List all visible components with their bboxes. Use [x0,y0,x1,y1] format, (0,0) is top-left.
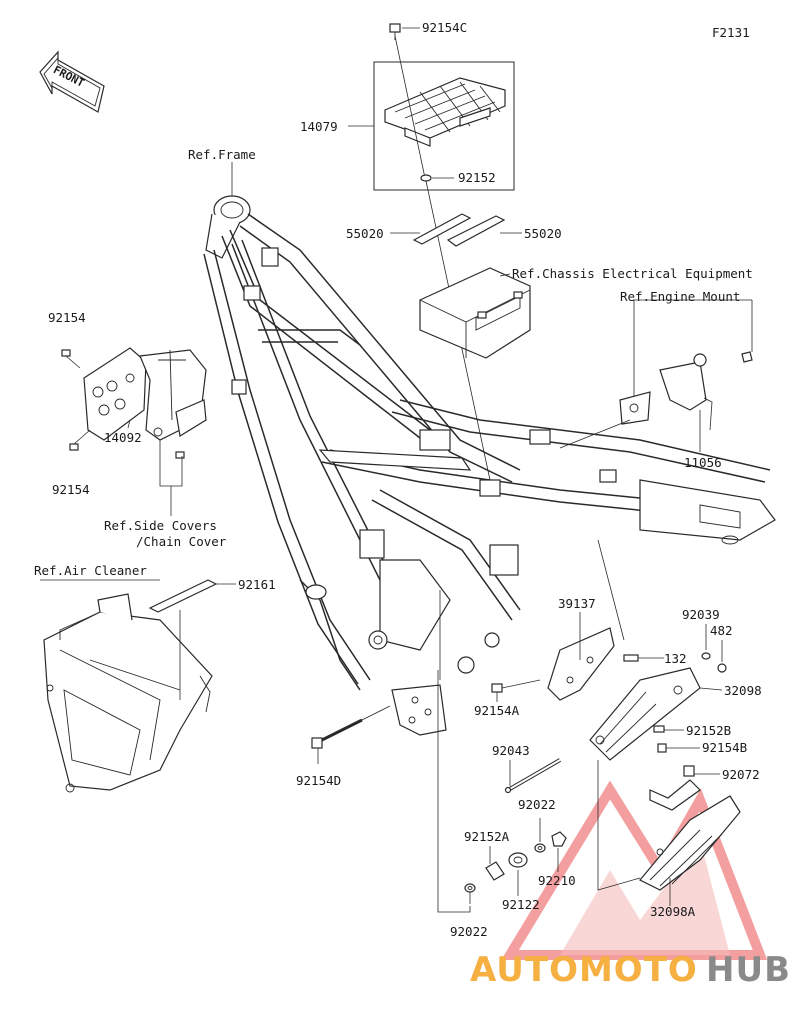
pad-55020-right [446,215,506,247]
nut-482 [717,663,727,673]
nut-92210 [551,831,567,847]
label-92154c[interactable]: 92154C [422,20,468,35]
ref-side-covers-label[interactable]: Ref.Side Covers [104,518,217,533]
bolt-132 [623,654,639,662]
bolt-side-cover [175,451,185,459]
washer-92039 [701,652,711,660]
washer-92022-a [534,843,546,853]
bolt-92154b [657,743,700,753]
label-92152a[interactable]: 92152A [464,829,510,844]
label-55020-right[interactable]: 55020 [524,226,562,241]
label-92072[interactable]: 92072 [722,767,760,782]
label-92154b[interactable]: 92154B [702,740,748,755]
collar-92152b [653,725,665,733]
label-92161[interactable]: 92161 [238,577,276,592]
ref-engine-mount-label[interactable]: Ref.Engine Mount [620,289,741,304]
bracket-14092 [83,347,207,441]
label-92154a[interactable]: 92154A [474,703,520,718]
bolt-92154-top [61,349,81,369]
collar-92152a [485,861,505,881]
air-cleaner-housing [43,593,213,793]
label-55020-left[interactable]: 55020 [346,226,384,241]
label-92043[interactable]: 92043 [492,743,530,758]
bolt-92154a [491,679,541,693]
label-482[interactable]: 482 [710,623,733,638]
label-92210[interactable]: 92210 [538,873,576,888]
label-32098a[interactable]: 32098A [650,904,696,919]
washer-92022-b [464,883,476,893]
chain-cover-32098 [589,667,701,761]
battery [419,267,531,359]
bracket-39137 [547,627,615,701]
battery-case-bracket-14079 [373,61,515,191]
label-92152[interactable]: 92152 [458,170,496,185]
bolt-92154-bottom [69,429,91,451]
ref-air-cleaner-label[interactable]: Ref.Air Cleaner [34,563,147,578]
chain-cover-32098a [639,795,741,891]
clip-92072 [649,765,701,811]
label-39137[interactable]: 39137 [558,596,596,611]
watermark-hub: HUB [706,950,791,990]
strip-92161 [148,579,218,613]
label-11056[interactable]: 11056 [684,455,722,470]
nut-92152 [420,174,432,182]
ref-frame-label[interactable]: Ref.Frame [188,147,256,162]
label-92039[interactable]: 92039 [682,607,720,622]
diagram-id: F2131 [712,25,750,40]
bolt-92154d [311,718,363,749]
label-14092[interactable]: 14092 [104,430,142,445]
ref-chassis-electrical-label[interactable]: Ref.Chassis Electrical Equipment [512,266,753,281]
label-132[interactable]: 132 [664,651,687,666]
label-92154-bottom[interactable]: 92154 [52,482,90,497]
label-92022-a[interactable]: 92022 [518,797,556,812]
engine-mount-bracket-11056 [619,351,753,431]
label-92154-top[interactable]: 92154 [48,310,86,325]
damper-92122 [508,852,528,868]
label-14079[interactable]: 14079 [300,119,338,134]
ref-chain-cover-label[interactable]: /Chain Cover [136,534,227,549]
watermark-automoto: AUTOMOTO [470,950,698,990]
label-92152b[interactable]: 92152B [686,723,732,738]
pin-92043 [504,758,561,794]
label-92122[interactable]: 92122 [502,897,540,912]
front-arrow-icon [39,50,105,113]
main-frame [203,195,776,736]
label-92154d[interactable]: 92154D [296,773,342,788]
label-32098[interactable]: 32098 [724,683,762,698]
label-92022-b[interactable]: 92022 [450,924,488,939]
pad-55020-left [412,213,472,245]
